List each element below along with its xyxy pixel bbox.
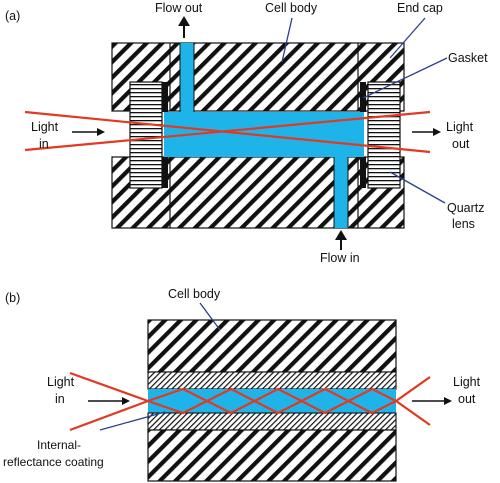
left-gasket-top	[162, 82, 168, 112]
light-in-label-b-1: Light	[47, 375, 75, 389]
light-out-arrow-a	[412, 128, 441, 136]
light-in-arrow-a	[72, 128, 105, 136]
end-cap-leader	[389, 17, 426, 59]
light-out-arrow-b	[412, 397, 452, 405]
light-in-arrow-b	[88, 397, 130, 405]
light-ray-b-2	[69, 376, 431, 432]
gasket-label: Gasket	[448, 51, 488, 65]
left-gasket-bottom	[162, 157, 168, 188]
light-in-label-b-2: in	[55, 392, 65, 406]
panel-b-tag: (b)	[5, 291, 20, 305]
coating-leader	[99, 411, 166, 431]
bottom-body-block-b	[147, 429, 397, 482]
flow-in-label: Flow in	[320, 251, 360, 265]
bottom-reflectance-coating	[147, 412, 397, 431]
panel-b: (b) Cell body Light in Light out	[3, 287, 481, 482]
light-ray-b-1	[69, 371, 431, 426]
end-cap-label: End cap	[397, 1, 443, 15]
top-body-block-b	[147, 319, 397, 373]
right-gasket-top	[360, 82, 366, 112]
gasket-leader	[362, 57, 448, 99]
quartz-lens-leader	[389, 171, 446, 204]
coating-label-1: Internal-	[37, 438, 81, 452]
light-out-label-a-1: Light	[446, 120, 474, 134]
quartz-lens-label-2: lens	[452, 217, 475, 231]
light-out-label-a-2: out	[452, 137, 470, 151]
flow-in-arrow	[335, 230, 347, 250]
panel-a: (a)	[5, 1, 488, 265]
flow-out-arrow	[178, 16, 190, 38]
cell-body-label-b: Cell body	[168, 287, 221, 301]
panel-a-tag: (a)	[5, 9, 20, 23]
cell-body-label-a: Cell body	[265, 1, 318, 15]
light-out-label-b-1: Light	[453, 375, 481, 389]
left-quartz-lens	[129, 81, 163, 189]
right-gasket-bottom	[360, 157, 366, 188]
cell-body-leader-b	[199, 302, 221, 331]
light-in-label-a-2: in	[39, 137, 49, 151]
flow-out-label: Flow out	[155, 1, 203, 15]
light-out-label-b-2: out	[458, 392, 476, 406]
coating-label-2: reflectance coating	[3, 455, 104, 469]
cell-body-leader-a	[281, 17, 293, 63]
inlet-channel	[334, 156, 348, 228]
outlet-channel	[180, 43, 194, 113]
light-in-label-a-1: Light	[31, 120, 59, 134]
light-ray-2	[24, 110, 431, 152]
top-reflectance-coating	[147, 371, 397, 390]
right-quartz-lens	[367, 81, 401, 189]
quartz-lens-label-1: Quartz	[447, 201, 485, 215]
